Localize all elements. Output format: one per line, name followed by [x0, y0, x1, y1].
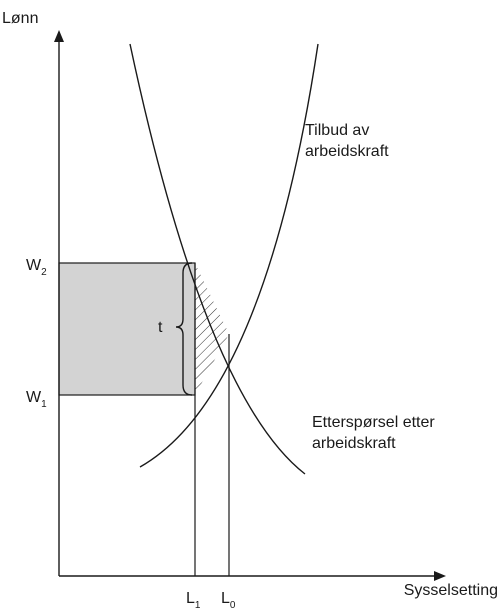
tax-wedge-brace [175, 262, 193, 396]
w1-label: W1 [26, 389, 47, 410]
tax-wedge-label: t [158, 319, 163, 336]
y-axis-arrow [54, 30, 64, 42]
l1-label: L1 [186, 590, 201, 611]
tax-revenue-area [58, 262, 196, 396]
demand-curve-label: Etterspørsel etter arbeidskraft [312, 414, 439, 452]
w2-label: W2 [26, 257, 47, 278]
x-axis-arrow [434, 571, 446, 581]
supply-curve-label: Tilbud av arbeidskraft [305, 122, 389, 160]
y-axis-label: Lønn [2, 10, 38, 27]
supply-curve [139, 43, 319, 468]
demand-curve [129, 43, 306, 475]
l0-label: L0 [221, 590, 236, 611]
x-axis-label: Sysselsetting [404, 582, 498, 599]
